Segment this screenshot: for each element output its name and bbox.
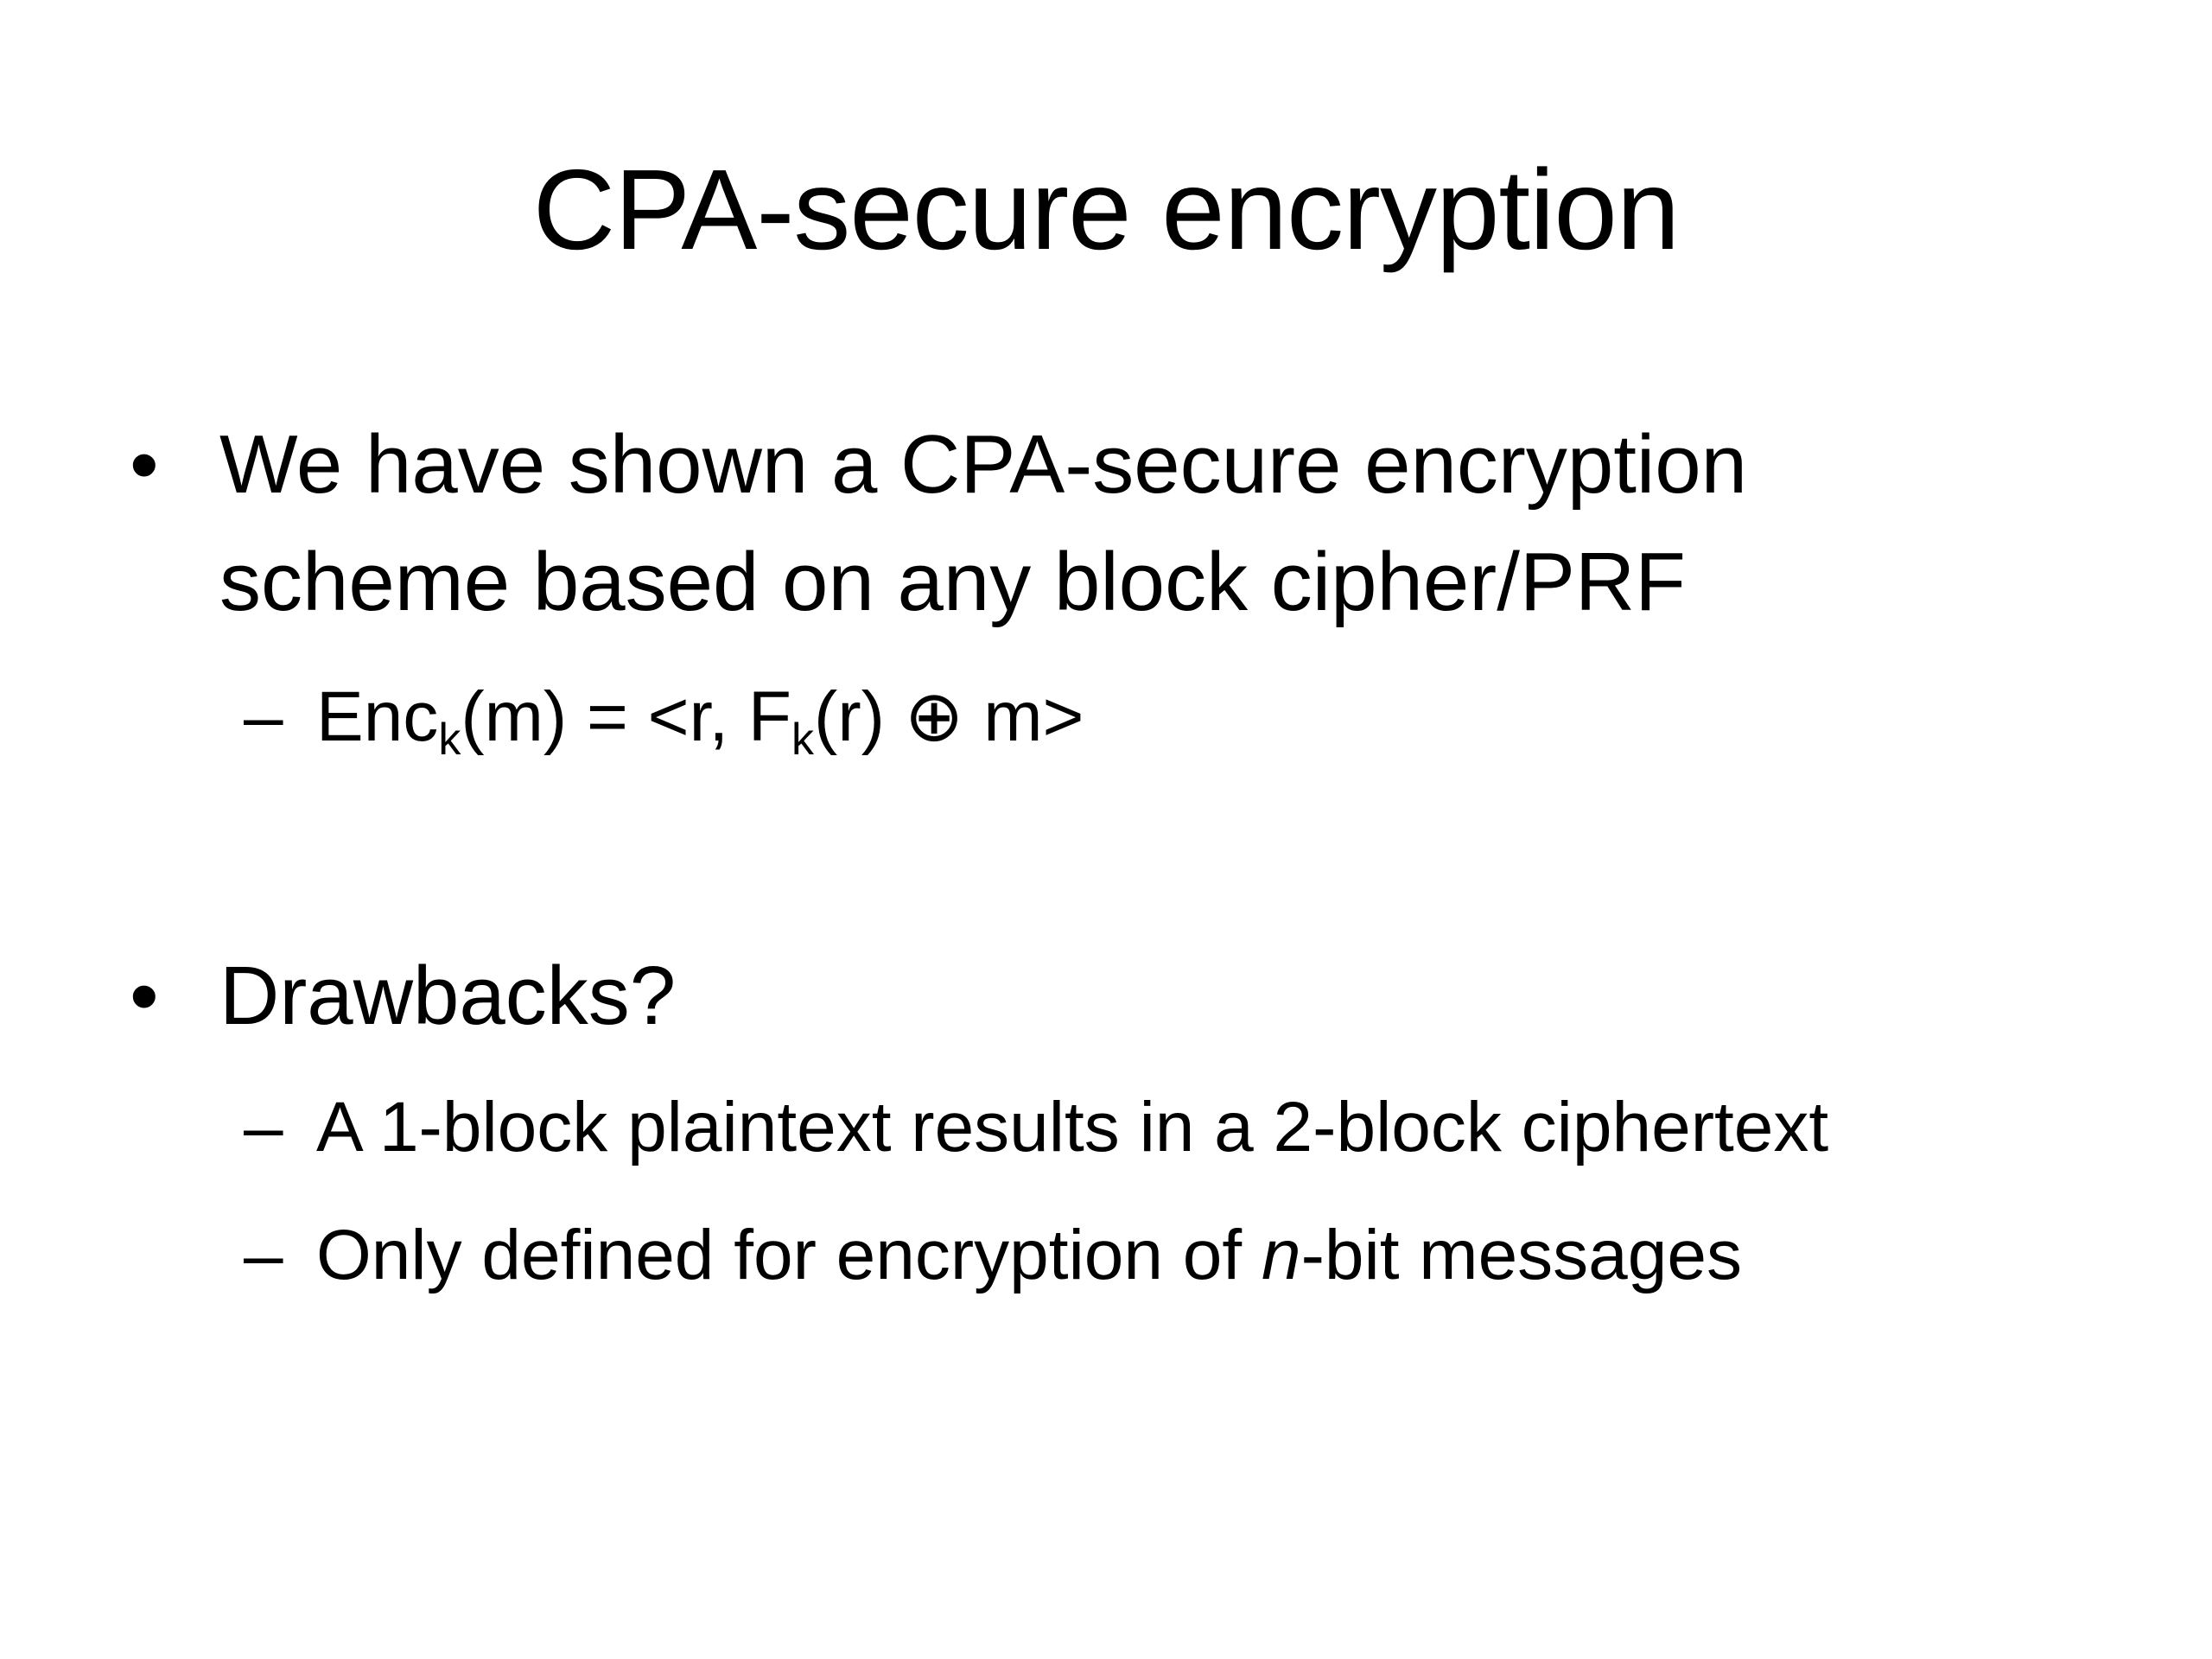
formula-enc: Enc — [316, 677, 439, 756]
sub-item: –A 1-block plaintext results in a 2-bloc… — [244, 1076, 1828, 1179]
slide-title: CPA-secure encryption — [532, 146, 1680, 273]
dash-marker: – — [244, 1088, 283, 1166]
bullet-text: We have shown a CPA-secure encryption sc… — [219, 406, 2207, 641]
dash-marker: – — [244, 677, 283, 756]
bullet-line: We have shown a CPA-secure encryption — [219, 418, 1747, 511]
bullet-text: Drawbacks? — [219, 938, 2207, 1055]
sub-item: –Only defined for encryption of n-bit me… — [244, 1204, 1742, 1307]
formula-middle: (m) = <r, F — [461, 677, 792, 756]
sub-item-formula: –Enck(m) = <r, Fk(r) ⊕ m> — [244, 665, 1084, 769]
bullet-marker: • — [130, 950, 159, 1042]
italic-n: n — [1261, 1216, 1301, 1294]
sub-item-text: A 1-block plaintext results in a 2-block… — [316, 1088, 1829, 1166]
formula-subscript-k: k — [791, 715, 815, 765]
bullet-marker: • — [130, 418, 159, 511]
bullet-line: Drawbacks? — [219, 950, 677, 1042]
formula-end: (r) ⊕ m> — [814, 677, 1084, 756]
sub-item-text: -bit messages — [1300, 1216, 1742, 1294]
bullet-line: scheme based on any block cipher/PRF — [219, 536, 1686, 628]
formula-subscript-k: k — [438, 715, 461, 765]
sub-item-text: Only defined for encryption of — [316, 1216, 1262, 1294]
dash-marker: – — [244, 1216, 283, 1294]
